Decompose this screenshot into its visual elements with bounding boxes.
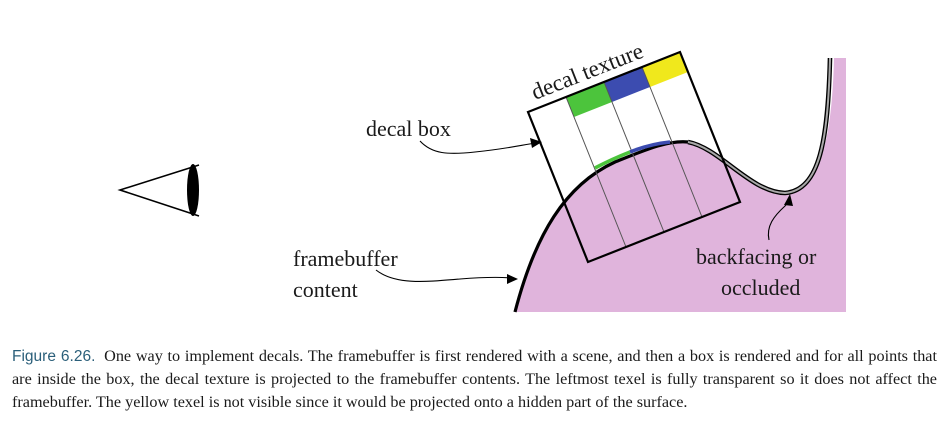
decal-box-pointer bbox=[419, 140, 537, 154]
framebuffer-label: framebuffer bbox=[293, 246, 398, 271]
projected-blue bbox=[629, 140, 671, 154]
projection-line bbox=[641, 66, 703, 218]
projection-line bbox=[603, 81, 665, 233]
framebuffer-surface bbox=[515, 58, 846, 312]
decal-texel-yellow bbox=[642, 52, 688, 87]
content-label: content bbox=[293, 277, 358, 302]
backfacing-label: backfacing or bbox=[696, 244, 817, 269]
decal-box-outline bbox=[526, 50, 742, 264]
figure-caption: Figure 6.26. One way to implement decals… bbox=[12, 345, 937, 414]
caption-text: One way to implement decals. The framebu… bbox=[12, 347, 937, 411]
backfacing-surface-highlight bbox=[687, 57, 831, 195]
projection-line bbox=[565, 96, 627, 248]
projected-green bbox=[594, 150, 631, 170]
framebuffer-pointer bbox=[375, 269, 513, 282]
decal-box-label: decal box bbox=[366, 116, 451, 141]
occluded-label: occluded bbox=[721, 275, 800, 300]
eye-icon bbox=[117, 164, 200, 217]
decal-diagram: decal texture decal box framebuffer cont… bbox=[117, 38, 846, 313]
decal-texel-green bbox=[566, 82, 612, 117]
caption-label: Figure 6.26. bbox=[12, 348, 96, 365]
decal-texel-blue bbox=[604, 67, 650, 102]
